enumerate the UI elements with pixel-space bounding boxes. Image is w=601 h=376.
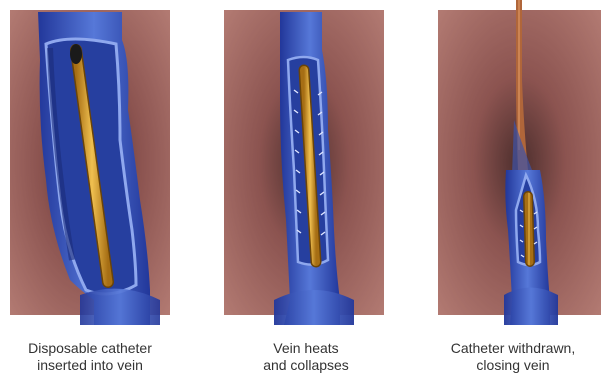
- step-3-caption: Catheter withdrawn, closing vein: [413, 340, 601, 374]
- step-3-panel: [438, 0, 601, 325]
- step-3-caption-line2: closing vein: [413, 357, 601, 374]
- step-1-caption-line2: inserted into vein: [0, 357, 190, 374]
- step-2-caption-line2: and collapses: [206, 357, 406, 374]
- step-2-panel: [224, 0, 389, 325]
- step-1-caption: Disposable catheter inserted into vein: [0, 340, 190, 374]
- catheter: [528, 196, 530, 262]
- step-1-illustration: [10, 0, 175, 325]
- step-2-illustration: [224, 0, 389, 325]
- step-2-caption-line1: Vein heats: [206, 340, 406, 357]
- step-3-illustration: [438, 0, 601, 325]
- step-1-caption-line1: Disposable catheter: [0, 340, 190, 357]
- catheter-tip: [70, 44, 82, 64]
- step-1-panel: [10, 0, 175, 325]
- step-2-caption: Vein heats and collapses: [206, 340, 406, 374]
- step-3-caption-line1: Catheter withdrawn,: [413, 340, 601, 357]
